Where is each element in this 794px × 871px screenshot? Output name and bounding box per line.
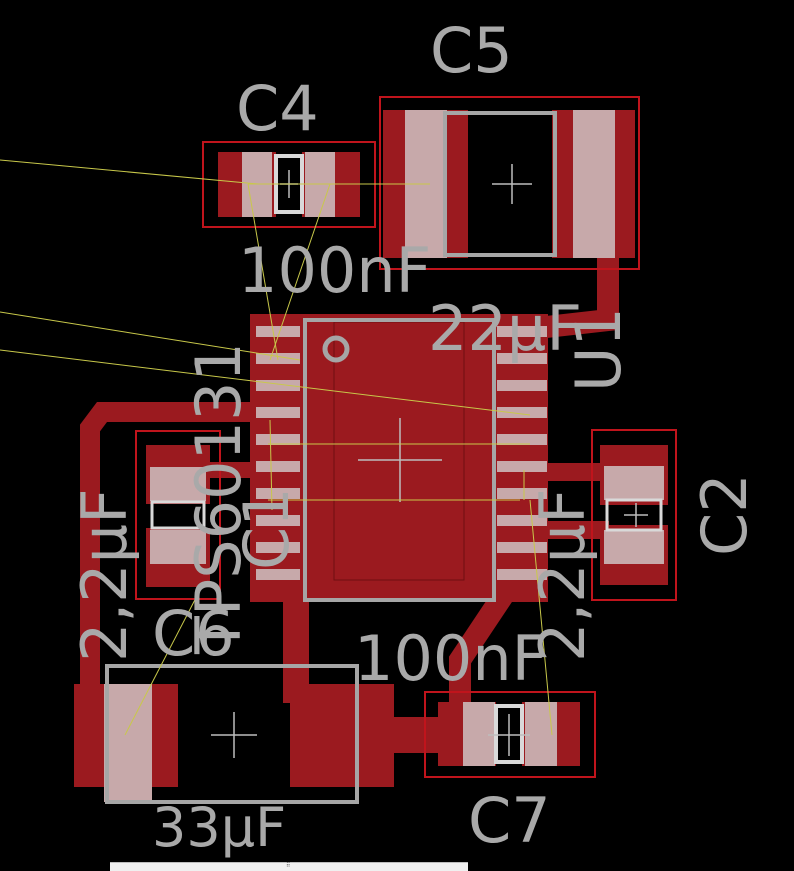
c5-name-label: C5 [430,14,513,87]
c5-keepout [379,96,640,270]
c9-pad-1-highlight [104,684,152,802]
component-labels: C5 C4 100nF 22µF U1 TPS60131 C1 2,2µF C2… [68,14,761,859]
status-bar: ⠿ [110,862,468,871]
c7-body-outline [494,704,524,764]
c2-pad-1-highlight [604,466,664,500]
c2-origin-cross [624,503,648,527]
resize-grip-icon[interactable]: ⠿ [286,862,292,869]
c1-name-label: C1 [230,487,303,570]
c5-value-label: 22µF [428,292,582,365]
c2-body-outline [605,498,663,532]
c6-name-label: C6 [152,597,235,670]
c5-pad-2-highlight [573,110,615,258]
c7-name-label: C7 [468,784,551,857]
c4-value-label: 100nF [238,234,431,307]
c2-value-label: 2,2µF [526,488,599,662]
u1-origin-cross [358,418,442,502]
c2-keepout [591,429,677,601]
c2-capacitor[interactable] [591,429,677,601]
u1-pin1-marker [322,335,350,363]
c2-pad-2-highlight [604,530,664,564]
c1-value-label: 2,2µF [68,488,141,662]
c1-capacitor[interactable] [135,430,221,600]
c1-pad-2-highlight [150,530,206,564]
c9-outline [105,664,359,804]
c1-pad-1-highlight [150,467,206,501]
c1-body-outline [150,500,206,530]
u1-right-pins[interactable] [497,326,547,580]
c5-outline [443,111,557,257]
c9-origin-cross [211,712,257,758]
c5-origin-cross [492,164,532,204]
copper-traces [80,249,619,753]
c7-origin-cross [488,714,530,756]
u1-outline [303,318,496,602]
c7-keepout [424,691,596,778]
c9-pad-2[interactable] [290,684,394,787]
airwires [0,159,553,736]
c6-value-label: 100nF [354,622,547,695]
u1-name-label: U1 [562,307,635,392]
u1-thermal-pad[interactable] [333,321,465,581]
c2-name-label: C2 [688,473,761,556]
c7-pad-1-highlight [463,702,495,766]
u1-value-label: TPS60131 [182,342,255,655]
u1-ic[interactable] [250,314,548,602]
c9-value-label: 33µF [152,796,286,859]
c9-capacitor[interactable] [74,664,394,804]
c4-name-label: C4 [236,72,319,145]
c1-keepout [135,430,221,600]
